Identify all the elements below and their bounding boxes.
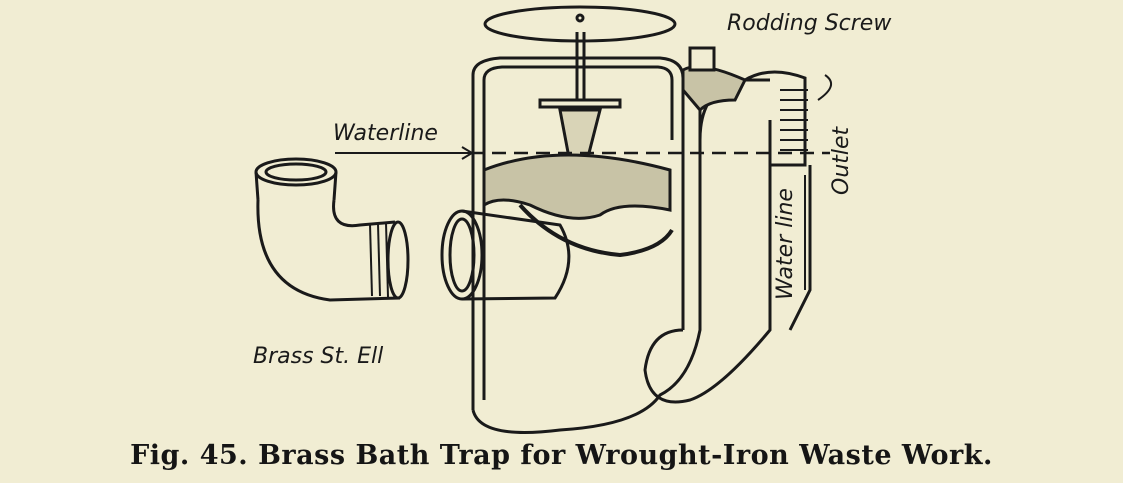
inlet-pipe <box>440 209 571 301</box>
figure-caption: Fig. 45. Brass Bath Trap for Wrought-Iro… <box>130 440 993 471</box>
label-outlet: Outlet <box>829 125 854 195</box>
label-rodding-screw: Rodding Screw <box>727 11 892 36</box>
brass-street-ell <box>254 157 410 302</box>
waterline-marker <box>335 74 833 290</box>
label-waterline-right: Water line <box>773 188 798 300</box>
bath-trap-diagram: Rodding Screw Waterline Outlet Water lin… <box>253 5 892 434</box>
rodding-screw <box>681 46 748 113</box>
strainer-disc <box>483 5 677 43</box>
label-brass-st-ell: Brass St. Ell <box>253 344 383 369</box>
label-waterline-left: Waterline <box>333 121 438 146</box>
